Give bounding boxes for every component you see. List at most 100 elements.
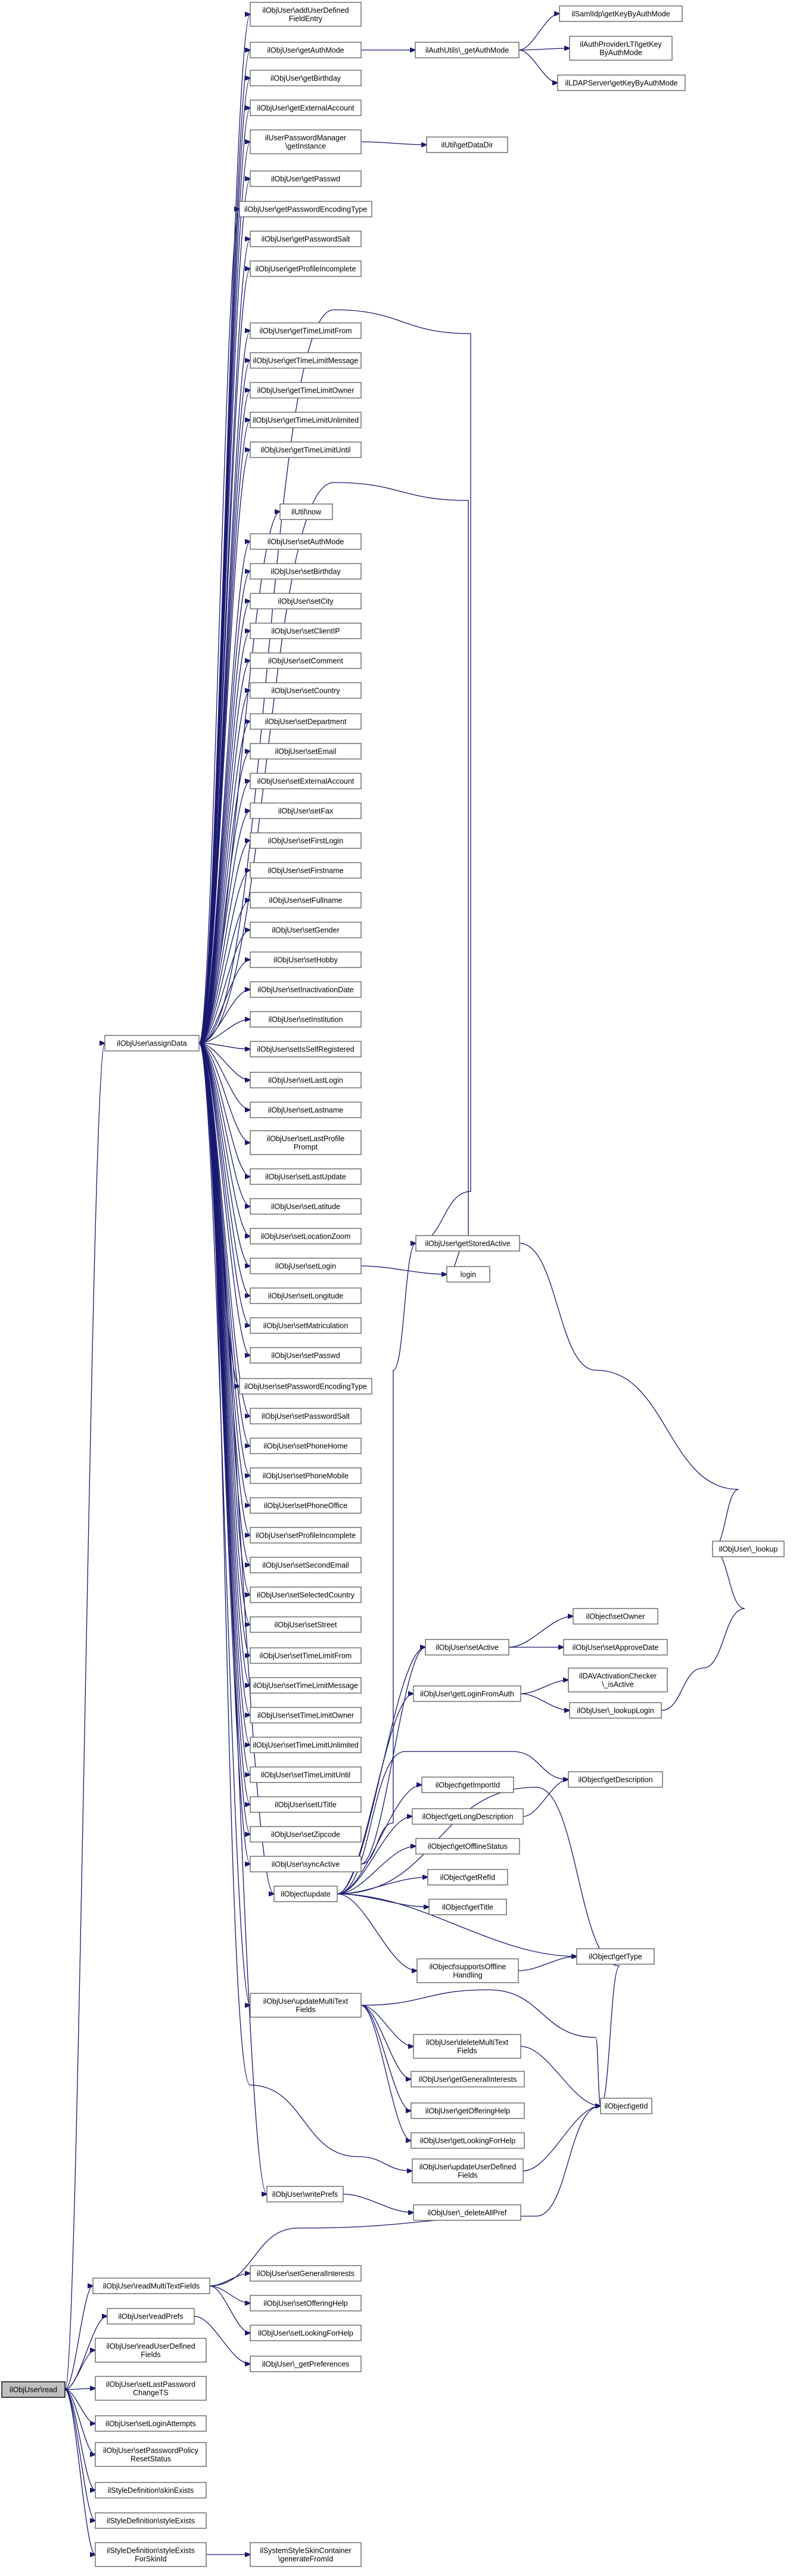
node-setPhoneMobile[interactable]: ilObjUser\setPhoneMobile	[250, 1467, 362, 1484]
node-getImportId[interactable]: ilObject\getImportId	[421, 1777, 514, 1793]
node-setFax[interactable]: ilObjUser\setFax	[250, 802, 362, 819]
node-objUpdate[interactable]: ilObject\update	[273, 1886, 338, 1902]
node-setPhoneHome[interactable]: ilObjUser\setPhoneHome	[250, 1438, 362, 1454]
node-getOfferingHelp[interactable]: ilObjUser\getOfferingHelp	[411, 2102, 525, 2119]
node-getLookingForHelp[interactable]: ilObjUser\getLookingForHelp	[411, 2132, 525, 2149]
node-setLastUpdate[interactable]: ilObjUser\setLastUpdate	[250, 1168, 362, 1185]
node-samlKey[interactable]: ilSamlIdp\getKeyByAuthMode	[559, 5, 683, 22]
node-setTimeLimitOwner[interactable]: ilObjUser\setTimeLimitOwner	[250, 1707, 362, 1723]
node-setIsSelfRegistered[interactable]: ilObjUser\setIsSelfRegistered	[250, 1041, 362, 1057]
node-setExternalAccount[interactable]: ilObjUser\setExternalAccount	[250, 773, 362, 789]
node-setGeneralInterests[interactable]: ilObjUser\setGeneralInterests	[250, 2265, 362, 2282]
node-getTimeLimitMessage[interactable]: ilObjUser\getTimeLimitMessage	[250, 352, 362, 369]
node-setLongitude[interactable]: ilObjUser\setLongitude	[250, 1287, 362, 1304]
node-setComment[interactable]: ilObjUser\setComment	[250, 652, 362, 669]
node-setTimeLimitUntil[interactable]: ilObjUser\setTimeLimitUntil	[250, 1766, 362, 1783]
node-setFirstLogin[interactable]: ilObjUser\setFirstLogin	[250, 832, 362, 849]
node-setAuthMode[interactable]: ilObjUser\setAuthMode	[250, 533, 362, 550]
node-setLocationZoom[interactable]: ilObjUser\setLocationZoom	[250, 1228, 362, 1245]
node-getStoredActive[interactable]: ilObjUser\getStoredActive	[415, 1235, 520, 1252]
node-styleExists[interactable]: ilStyleDefinition\styleExists	[95, 2512, 207, 2529]
node-getDescription[interactable]: ilObject\getDescription	[568, 1771, 663, 1788]
node-setProfileIncomplete[interactable]: ilObjUser\setProfileIncomplete	[250, 1527, 362, 1544]
node-setHobby[interactable]: ilObjUser\setHobby	[250, 951, 362, 968]
node-getTimeLimitFrom[interactable]: ilObjUser\getTimeLimitFrom	[250, 322, 362, 339]
node-getType[interactable]: ilObject\getType	[576, 1948, 655, 1965]
node-getBirthday[interactable]: ilObjUser\getBirthday	[250, 70, 362, 86]
node-setPasswordSalt[interactable]: ilObjUser\setPasswordSalt	[250, 1408, 362, 1424]
node-writePrefs[interactable]: ilObjUser\writePrefs	[266, 2186, 344, 2202]
node-setUTitle[interactable]: ilObjUser\setUTitle	[250, 1796, 362, 1813]
node-getPreferences[interactable]: ilObjUser\_getPreferences	[250, 2356, 362, 2372]
node-setTimeLimitUnlimited[interactable]: ilObjUser\setTimeLimitUnlimited	[250, 1737, 362, 1753]
node-setInstitution[interactable]: ilObjUser\setInstitution	[250, 1011, 362, 1028]
node-utilGetDataDir[interactable]: ilUtil\getDataDir	[426, 136, 508, 153]
node-authProviderKey[interactable]: ilAuthProviderLTI\getKeyByAuthMode	[569, 36, 673, 61]
node-setOwner[interactable]: ilObject\setOwner	[573, 1608, 658, 1625]
node-ldapKey[interactable]: ilLDAPServer\getKeyByAuthMode	[557, 74, 686, 91]
node-read[interactable]: ilObjUser\read	[1, 2381, 66, 2398]
node-setSelectedCountry[interactable]: ilObjUser\setSelectedCountry	[250, 1586, 362, 1603]
node-setSecondEmail[interactable]: ilObjUser\setSecondEmail	[250, 1557, 362, 1573]
node-readPrefs[interactable]: ilObjUser\readPrefs	[107, 2308, 195, 2325]
node-getTimeLimitOwner[interactable]: ilObjUser\getTimeLimitOwner	[250, 382, 362, 399]
node-getTimeLimitUntil[interactable]: ilObjUser\getTimeLimitUntil	[250, 441, 362, 458]
node-getTitle[interactable]: ilObject\getTitle	[428, 1899, 507, 1915]
node-setPasswd[interactable]: ilObjUser\setPasswd	[250, 1347, 362, 1364]
node-setLatitude[interactable]: ilObjUser\setLatitude	[250, 1198, 362, 1215]
node-setClientIP[interactable]: ilObjUser\setClientIP	[250, 623, 362, 639]
node-setFullname[interactable]: ilObjUser\setFullname	[250, 892, 362, 909]
node-setDepartment[interactable]: ilObjUser\setDepartment	[250, 713, 362, 730]
node-getGeneralInterests[interactable]: ilObjUser\getGeneralInterests	[411, 2071, 525, 2087]
node-skinExists[interactable]: ilStyleDefinition\skinExists	[95, 2482, 207, 2499]
node-syncActive[interactable]: ilObjUser\syncActive	[250, 1856, 362, 1872]
node-setFirstname[interactable]: ilObjUser\setFirstname	[250, 862, 362, 879]
node-getLoginFromAuth[interactable]: ilObjUser\getLoginFromAuth	[413, 1685, 521, 1702]
node-assignData[interactable]: ilObjUser\assignData	[104, 1035, 200, 1051]
node-setMatriculation[interactable]: ilObjUser\setMatriculation	[250, 1317, 362, 1334]
node-setActive[interactable]: ilObjUser\setActive	[425, 1639, 509, 1656]
node-getAuthMode[interactable]: ilObjUser\getAuthMode	[250, 42, 362, 58]
node-getLongDescription[interactable]: ilObject\getLongDescription	[412, 1808, 524, 1825]
node-setStreet[interactable]: ilObjUser\setStreet	[250, 1616, 362, 1633]
node-setPasswordEncodingType[interactable]: ilObjUser\setPasswordEncodingType	[239, 1378, 372, 1395]
node-getId[interactable]: ilObject\getId	[600, 2098, 652, 2114]
node-setLastLogin[interactable]: ilObjUser\setLastLogin	[250, 1072, 362, 1088]
node-getPasswordEncodingType[interactable]: ilObjUser\getPasswordEncodingType	[239, 201, 372, 217]
node-setZipcode[interactable]: ilObjUser\setZipcode	[250, 1826, 362, 1843]
node-setGender[interactable]: ilObjUser\setGender	[250, 922, 362, 938]
node-setCity[interactable]: ilObjUser\setCity	[250, 593, 362, 609]
node-setEmail[interactable]: ilObjUser\setEmail	[250, 743, 362, 760]
node-getExternalAccount[interactable]: ilObjUser\getExternalAccount	[250, 99, 362, 116]
node-lookup[interactable]: ilObjUser\_lookup	[712, 1541, 785, 1557]
node-setLogin[interactable]: ilObjUser\setLogin	[250, 1258, 362, 1274]
node-setLookingForHelp[interactable]: ilObjUser\setLookingForHelp	[250, 2325, 362, 2341]
node-setTimeLimitFrom[interactable]: ilObjUser\setTimeLimitFrom	[250, 1647, 362, 1664]
node-setBirthday[interactable]: ilObjUser\setBirthday	[250, 563, 362, 580]
node-login[interactable]: login	[446, 1266, 490, 1283]
node-readMultiTextFields[interactable]: ilObjUser\readMultiTextFields	[92, 2278, 210, 2294]
node-utilNow[interactable]: ilUtil\now	[279, 503, 333, 520]
node-pwManagerGetInstance[interactable]: ilUserPasswordManager\getInstance	[250, 129, 362, 154]
node-getRefId[interactable]: ilObject\getRefId	[427, 1869, 508, 1886]
node-setPhoneOffice[interactable]: ilObjUser\setPhoneOffice	[250, 1497, 362, 1514]
node-setLoginAttempts[interactable]: ilObjUser\setLoginAttempts	[95, 2415, 207, 2432]
node-authUtilsGetAuthMode[interactable]: ilAuthUtils\_getAuthMode	[415, 42, 520, 58]
node-getPasswordSalt[interactable]: ilObjUser\getPasswordSalt	[250, 231, 362, 247]
node-setApproveDate[interactable]: ilObjUser\setApproveDate	[563, 1639, 668, 1656]
node-setOfferingHelp[interactable]: ilObjUser\setOfferingHelp	[250, 2295, 362, 2311]
node-setInactivationDate[interactable]: ilObjUser\setInactivationDate	[250, 981, 362, 998]
node-setCountry[interactable]: ilObjUser\setCountry	[250, 682, 362, 699]
node-getPasswd[interactable]: ilObjUser\getPasswd	[250, 170, 362, 187]
node-setTimeLimitMessage[interactable]: ilObjUser\setTimeLimitMessage	[250, 1677, 362, 1694]
